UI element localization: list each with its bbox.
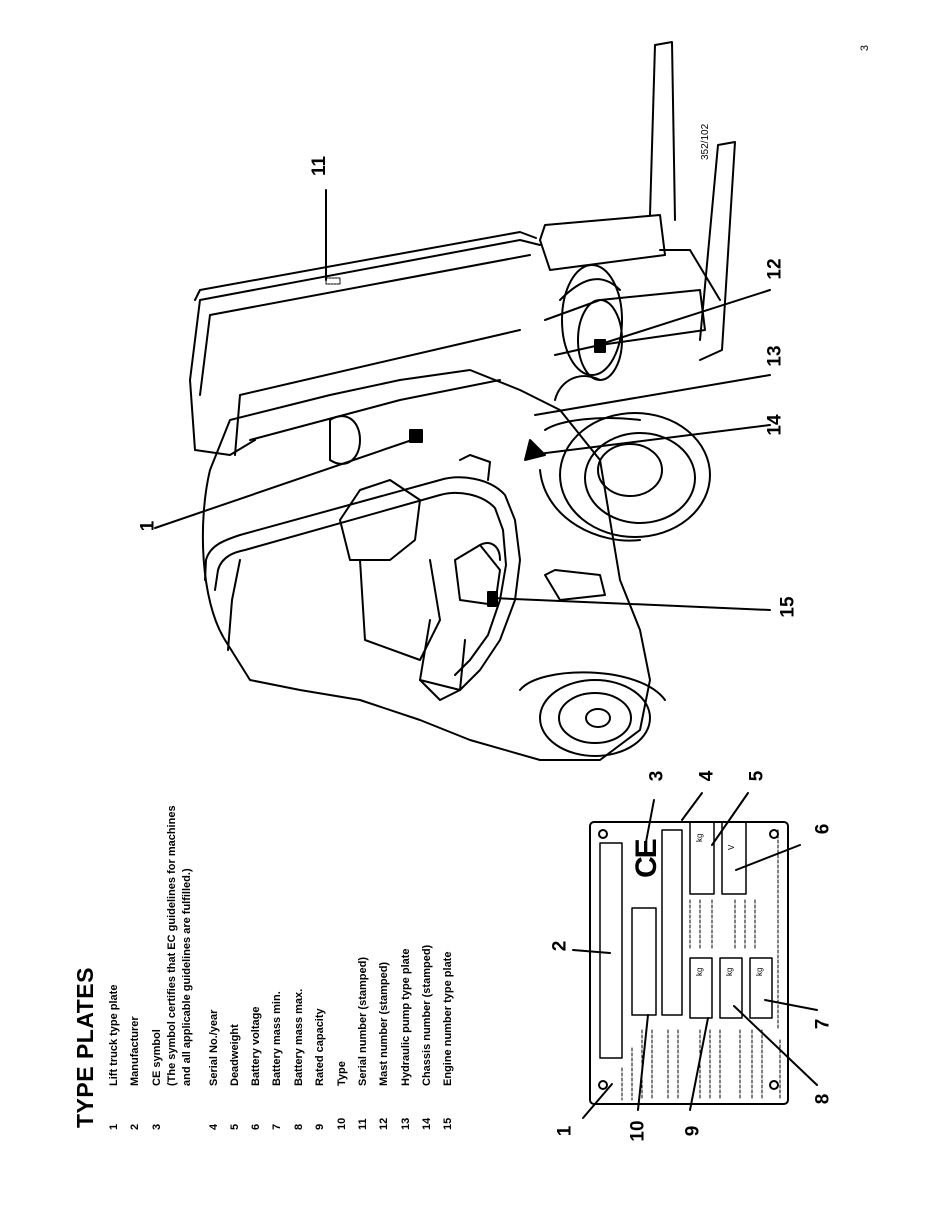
callout-number: 12 [764, 258, 786, 280]
callout-number: 4 [696, 770, 718, 782]
type-plate-drawing [572, 792, 818, 1119]
plate-unit-v: V [727, 844, 736, 850]
callout-number: 3 [646, 770, 668, 782]
callout-number: 10 [627, 1120, 649, 1142]
callout-number: 1 [554, 1125, 576, 1137]
callout-number: 2 [549, 940, 571, 952]
plate-unit-kg: kg [755, 967, 764, 976]
plate-unit-kg: kg [725, 967, 734, 976]
callout-number: 15 [777, 596, 799, 618]
callout-number: 5 [746, 770, 768, 782]
callout-number: 13 [764, 345, 786, 367]
callout-number: 8 [812, 1093, 834, 1105]
callout-number: 11 [309, 155, 331, 177]
callout-number: 9 [682, 1125, 704, 1137]
plate-unit-kg: kg [695, 833, 704, 842]
callout-number: 1 [137, 520, 159, 532]
callout-number: 14 [764, 414, 786, 436]
forklift-drawing [154, 41, 771, 761]
callout-number: 6 [812, 823, 834, 835]
callout-number: 7 [812, 1018, 834, 1030]
ce-symbol-icon: CE [630, 840, 663, 878]
plate-unit-kg: kg [695, 967, 704, 976]
